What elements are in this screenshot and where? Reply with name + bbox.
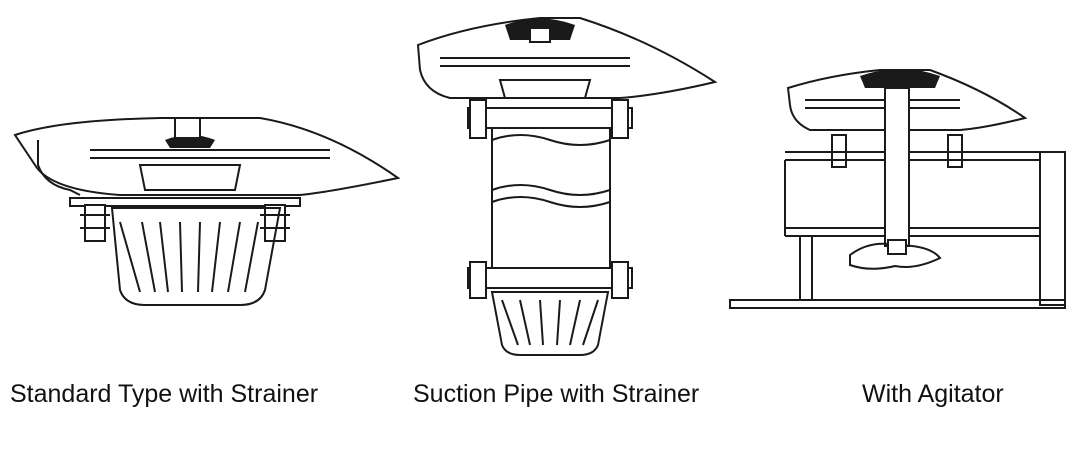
caption-with-agitator: With Agitator [862,380,1004,408]
caption-standard-type: Standard Type with Strainer [10,380,319,408]
standard-pump-drawing [13,117,401,306]
agitator-pump-drawing [729,69,1066,309]
suction-pipe-pump-drawing [416,17,718,356]
caption-suction-pipe: Suction Pipe with Strainer [413,380,700,408]
